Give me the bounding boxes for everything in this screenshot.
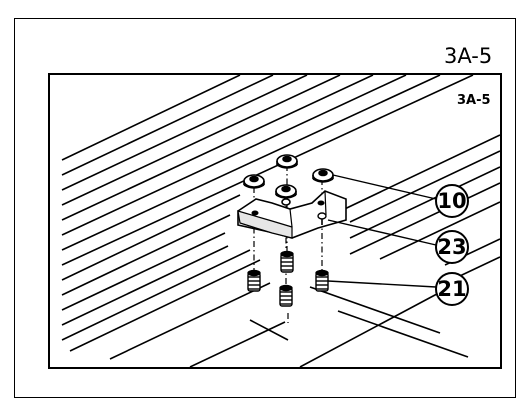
insert <box>280 250 294 273</box>
page-frame <box>14 18 516 398</box>
nut <box>275 184 297 199</box>
callout-circle-23 <box>435 230 469 264</box>
figure-caption: 3A-5 <box>444 44 493 68</box>
callout-label-21: 21 <box>437 277 466 301</box>
callout-circles <box>435 184 469 306</box>
hex-nuts <box>243 154 334 206</box>
nut <box>243 174 265 189</box>
nut <box>312 168 334 183</box>
callout-circle-21 <box>435 272 469 306</box>
figure-inner-label: 3A-5 <box>457 93 491 108</box>
joist-lines <box>249 286 469 367</box>
callout-label-23: 23 <box>437 235 466 259</box>
deck-boards <box>61 75 500 367</box>
threaded-inserts <box>247 250 329 307</box>
insert <box>315 269 329 292</box>
callout-label-10: 10 <box>437 189 466 213</box>
mounting-bracket <box>237 190 347 239</box>
callout-circle-10 <box>435 184 469 218</box>
screw <box>317 212 327 225</box>
nut <box>276 154 298 169</box>
diagram-canvas: 10 23 21 3A-5 <box>61 75 500 367</box>
washer <box>281 198 291 206</box>
assembly-diagram: 10 23 21 3A-5 <box>48 73 502 369</box>
insert <box>247 269 261 292</box>
insert <box>279 284 293 307</box>
leader-lines <box>327 174 437 288</box>
